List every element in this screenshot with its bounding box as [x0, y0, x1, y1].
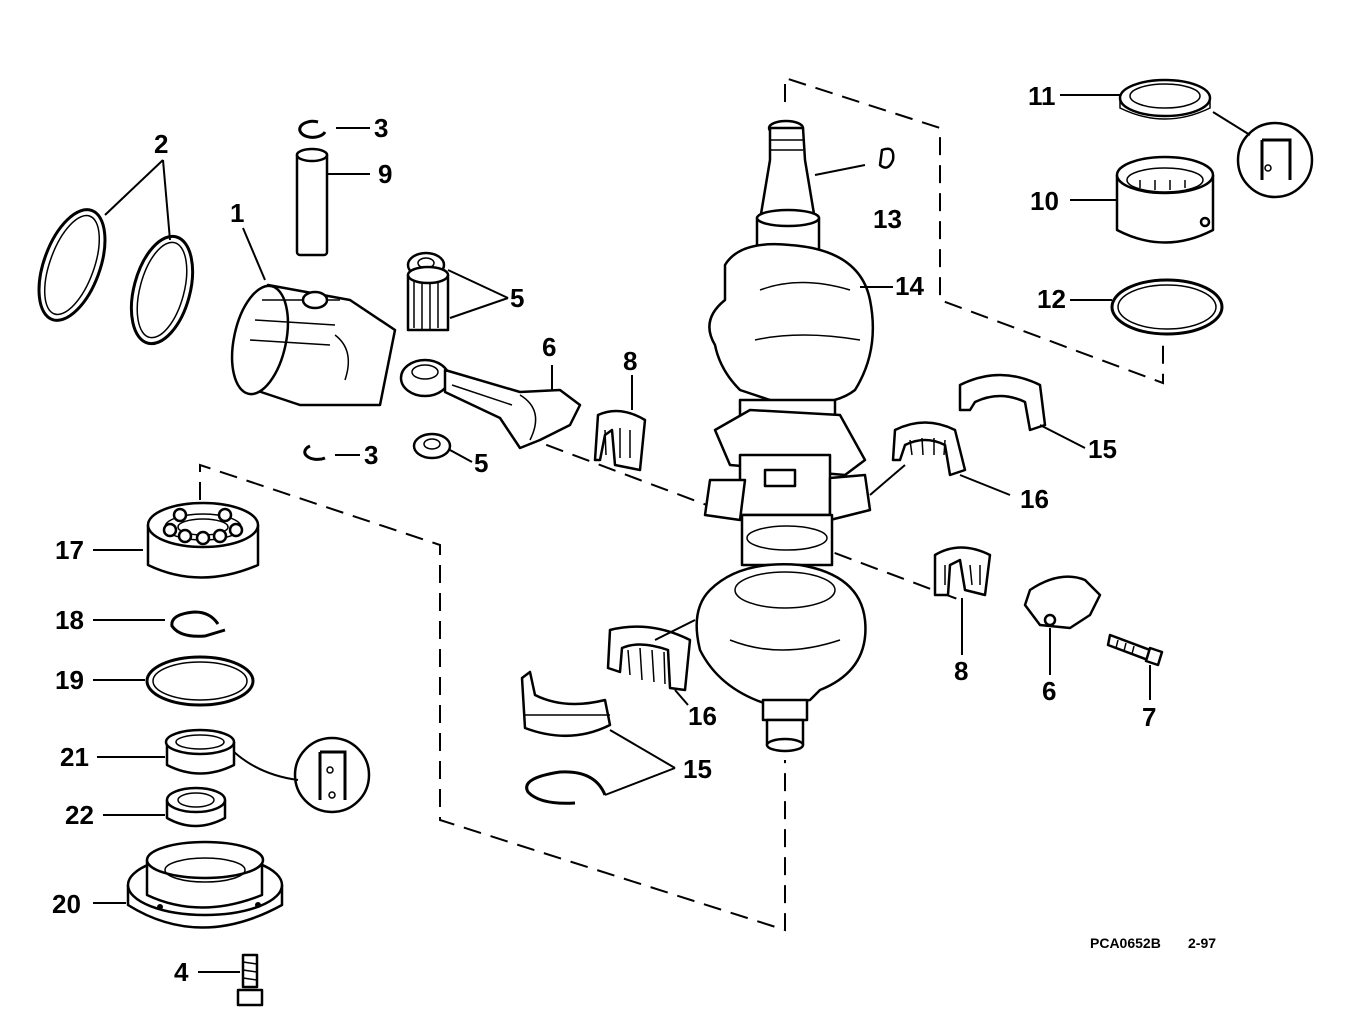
bearing-shell-lower-left — [520, 670, 612, 737]
needle-bearing-cage-lower — [606, 625, 692, 692]
drawing-footer: PCA0652B 2-97 — [1090, 935, 1216, 951]
callout-18: 18 — [55, 605, 84, 635]
callout-19: 19 — [55, 665, 84, 695]
callout-17: 17 — [55, 535, 84, 565]
callout-8-upper: 8 — [623, 346, 637, 376]
bearing-housing — [126, 840, 284, 929]
callout-9: 9 — [378, 159, 392, 189]
callout-8-lower: 8 — [954, 656, 968, 686]
bearing-shell-upper-right — [958, 373, 1047, 432]
crankshaft — [695, 119, 875, 753]
roller-bearing — [1115, 155, 1215, 244]
connecting-rod — [399, 358, 582, 450]
retaining-ring-upper — [298, 119, 327, 139]
callout-20: 20 — [52, 889, 81, 919]
retaining-ring-lower-left — [525, 770, 607, 805]
callout-5-upper: 5 — [510, 283, 524, 313]
callout-6-upper: 6 — [542, 332, 556, 362]
callout-22: 22 — [65, 800, 94, 830]
callout-14: 14 — [895, 271, 924, 301]
piston-rings — [37, 208, 195, 346]
snap-ring — [170, 610, 226, 638]
callout-12: 12 — [1037, 284, 1066, 314]
callout-7: 7 — [1142, 702, 1156, 732]
rod-bolt — [1106, 633, 1164, 667]
piston — [230, 283, 397, 407]
callout-10: 10 — [1030, 186, 1059, 216]
callout-13: 13 — [873, 204, 902, 234]
drawing-code: PCA0652B — [1090, 935, 1161, 951]
callout-6-lower: 6 — [1042, 676, 1056, 706]
needle-bearing-small — [406, 265, 450, 332]
callout-2: 2 — [154, 129, 168, 159]
retaining-ring-lower — [303, 444, 326, 461]
thrust-washer-lower — [412, 432, 452, 460]
callout-3-lower: 3 — [364, 440, 378, 470]
ball-bearing — [146, 501, 260, 579]
callout-11: 11 — [1028, 81, 1056, 111]
callout-numbers: 2 1 3 9 5 6 8 3 5 13 14 11 10 12 15 16 8… — [52, 81, 1156, 987]
bearing-cage-right — [933, 546, 992, 597]
rod-cap — [1023, 575, 1102, 630]
ring-orientation-detail-icon — [1212, 111, 1314, 199]
screw — [236, 953, 264, 1007]
drawing-date: 2-97 — [1188, 935, 1216, 951]
o-ring-upper — [1110, 278, 1224, 336]
woodruff-key — [878, 147, 895, 169]
callout-16-upper: 16 — [1020, 484, 1049, 514]
bearing-cage-left — [593, 409, 647, 472]
leader-lines — [93, 94, 1151, 973]
callout-1: 1 — [230, 198, 244, 228]
callout-21: 21 — [60, 742, 89, 772]
needle-bearing-cage-upper — [891, 421, 967, 477]
callout-15-upper: 15 — [1088, 434, 1117, 464]
piston-pin — [295, 147, 329, 257]
callout-5-lower: 5 — [474, 448, 488, 478]
o-ring-lower — [145, 655, 255, 707]
callout-15-lower: 15 — [683, 754, 712, 784]
callout-4: 4 — [174, 957, 189, 987]
callout-16-lower: 16 — [688, 701, 717, 731]
callout-3-upper: 3 — [374, 113, 388, 143]
oil-seal-upper — [164, 728, 236, 775]
top-ring — [1118, 78, 1212, 120]
seal-orientation-detail-icon — [233, 736, 371, 814]
oil-seal-lower — [165, 786, 227, 828]
